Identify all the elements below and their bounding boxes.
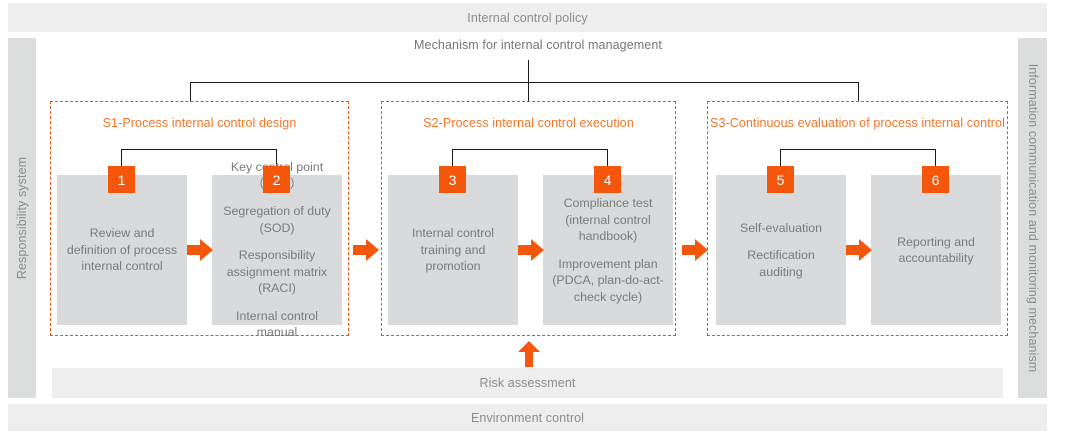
step-badge-5: 5 [767, 166, 794, 193]
step-badge-6: 6 [922, 166, 949, 193]
band-label: Environment control [470, 410, 585, 425]
stage-2-inner-bracket [452, 149, 607, 150]
step-card-1: Review and definition of process interna… [57, 175, 187, 325]
stage-3-inner-drop-right [935, 149, 936, 171]
stage-box-s3: S3-Continuous evaluation of process inte… [707, 101, 1008, 336]
step-card-4: Compliance test (internal control handbo… [543, 175, 673, 325]
step-text-line: Internal control manual [236, 308, 318, 340]
arrow-right-stage2-stage3 [682, 239, 708, 261]
band-label: Risk assessment [479, 376, 576, 390]
step-text-line: Reporting and accountability [897, 234, 975, 266]
stage-box-s2: S2-Process internal control execution [381, 101, 676, 336]
step-text-line: Internal control training and promotion [412, 226, 494, 274]
connector-drop-stage-2 [528, 82, 529, 102]
stage-title: S2-Process internal control execution [423, 116, 634, 130]
connector-drop-stage-3 [858, 82, 859, 102]
connector-stem-vertical [528, 60, 529, 82]
stage-2-inner-drop-right [607, 149, 608, 171]
band-risk-assessment: Risk assessment [52, 368, 1003, 398]
arrow-right-step1-step2 [187, 239, 213, 261]
arrow-up-risk-assessment [518, 341, 540, 367]
step-badge-2: 2 [263, 166, 290, 193]
stage-3-inner-bracket [780, 149, 935, 150]
step-text-line: Rectification auditing [747, 248, 815, 279]
step-card-2: Key control point（KCP） Segregation of du… [212, 160, 342, 339]
stage-title: S1-Process internal control design [102, 116, 297, 130]
step-text-line: Review and definition of process interna… [66, 226, 178, 274]
band-internal-control-policy: Internal control policy [8, 3, 1047, 32]
step-badge-4: 4 [594, 166, 621, 193]
connector-drop-stage-1 [190, 82, 191, 102]
band-label-vertical: Responsibility system [15, 156, 29, 280]
mechanism-title: Mechanism for internal control managemen… [414, 38, 662, 52]
stage-1-inner-bracket [121, 149, 276, 150]
step-badge-1: 1 [108, 166, 135, 193]
step-card-6: Reporting and accountability [871, 175, 1001, 325]
band-label: Internal control policy [467, 10, 588, 25]
band-label-vertical: Information communication and monitoring… [1025, 63, 1040, 373]
arrow-right-step3-step4 [518, 239, 544, 261]
step-text-line: Responsibility assignment matrix (RACI) [226, 248, 328, 296]
step-text-line: Compliance test (internal control handbo… [563, 196, 653, 243]
step-card-3: Internal control training and promotion [388, 175, 518, 325]
band-responsibility-system: Responsibility system [8, 38, 36, 398]
step-text-line: Segregation of duty (SOD) [223, 204, 331, 235]
stage-3-inner-drop-left [780, 149, 781, 171]
stage-1-inner-drop-left [121, 149, 122, 171]
connector-bus-horizontal [190, 82, 859, 83]
band-environment-control: Environment control [8, 404, 1047, 431]
stage-2-inner-drop-left [452, 149, 453, 171]
step-text-line: Self-evaluation [740, 220, 822, 235]
arrow-right-step5-step6 [846, 239, 872, 261]
step-card-5: Self-evaluation Rectification auditing [716, 175, 846, 325]
step-badge-3: 3 [439, 166, 466, 193]
stage-1-inner-drop-right [276, 149, 277, 171]
stage-title: S3-Continuous evaluation of process inte… [710, 116, 1005, 130]
stage-box-s1: S1-Process internal control design [50, 101, 349, 336]
step-text-line: Improvement plan (PDCA, plan-do-act- che… [552, 256, 664, 304]
arrow-right-stage1-stage2 [353, 239, 379, 261]
band-information-communication-monitoring: Information communication and monitoring… [1018, 38, 1047, 398]
